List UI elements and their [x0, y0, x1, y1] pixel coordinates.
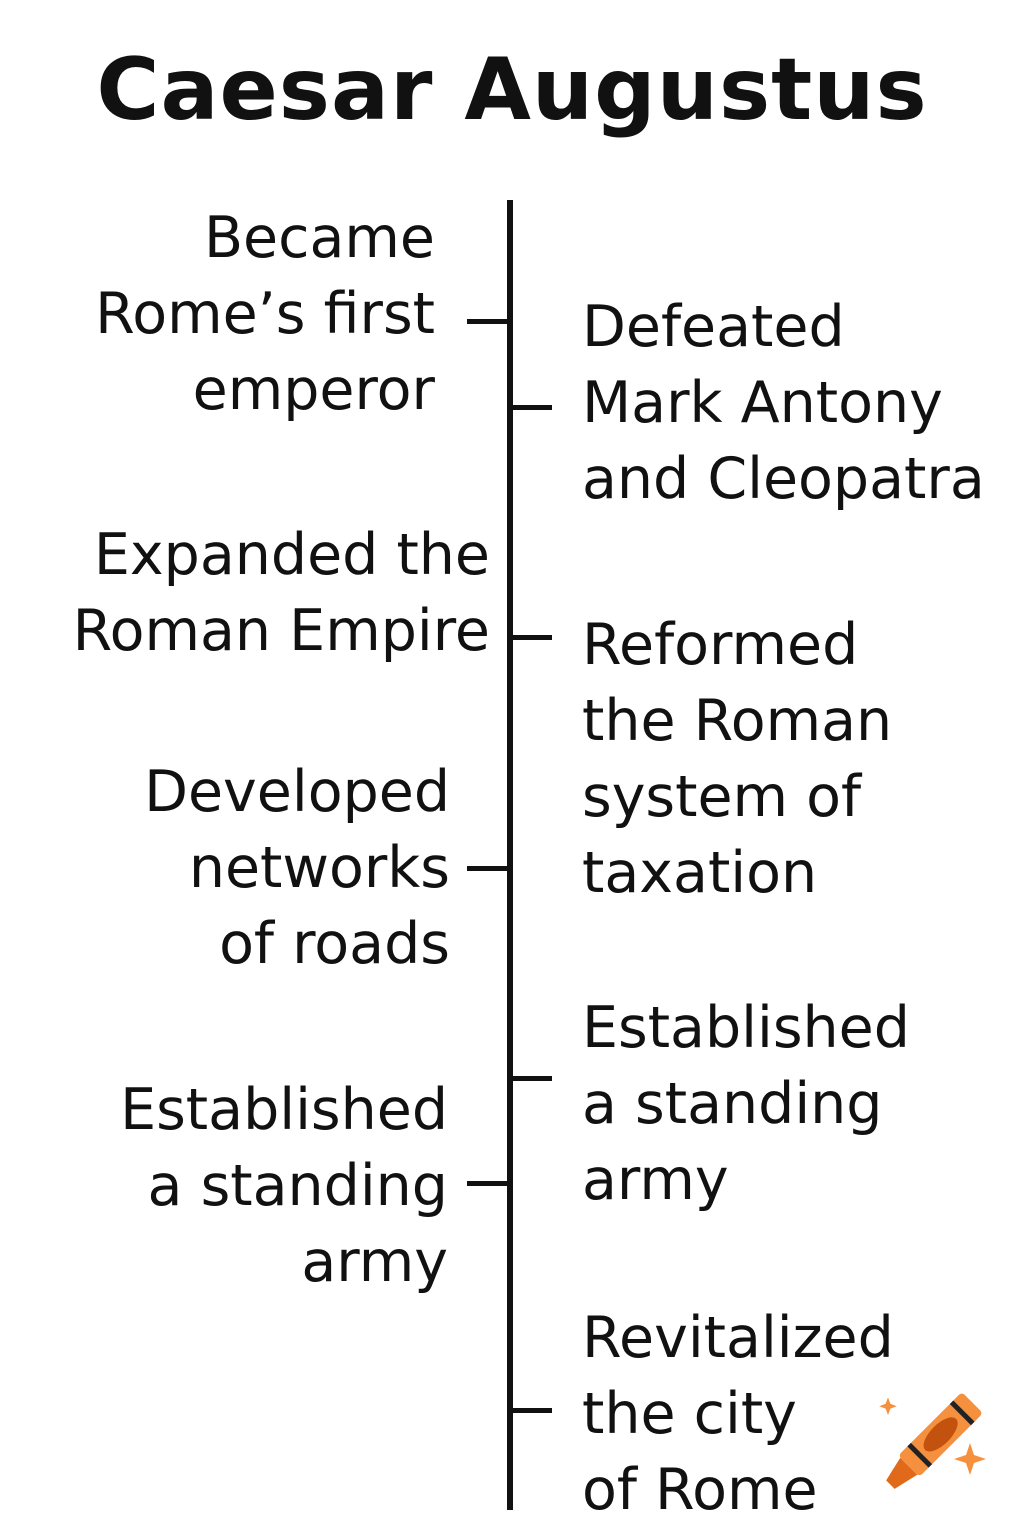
event-left: Developed networks of roads: [144, 759, 450, 977]
event-right: Defeated Mark Antony and Cleopatra: [582, 294, 985, 512]
sparkle-icon: [954, 1443, 986, 1475]
timeline-tick-left: [467, 1181, 509, 1186]
page-title: Caesar Augustus: [96, 40, 928, 140]
timeline-tick-left: [467, 319, 509, 324]
event-left: Established a standing army: [120, 1077, 448, 1295]
timeline-tick-left: [467, 866, 509, 871]
event-left: Became Rome’s first emperor: [95, 205, 435, 423]
timeline-axis: [507, 200, 513, 1510]
timeline-tick-right: [510, 405, 552, 410]
event-right: Reformed the Roman system of taxation: [582, 612, 893, 906]
event-right: Established a standing army: [582, 995, 910, 1213]
crayon-icon: [879, 1393, 986, 1489]
sparkle-icon: [879, 1397, 897, 1415]
timeline-tick-left: [510, 635, 552, 640]
timeline-tick-right: [510, 1408, 552, 1413]
event-left: Expanded the Roman Empire: [72, 522, 490, 664]
timeline-tick-right: [510, 1076, 552, 1081]
event-right: Revitalized the city of Rome: [582, 1305, 894, 1523]
